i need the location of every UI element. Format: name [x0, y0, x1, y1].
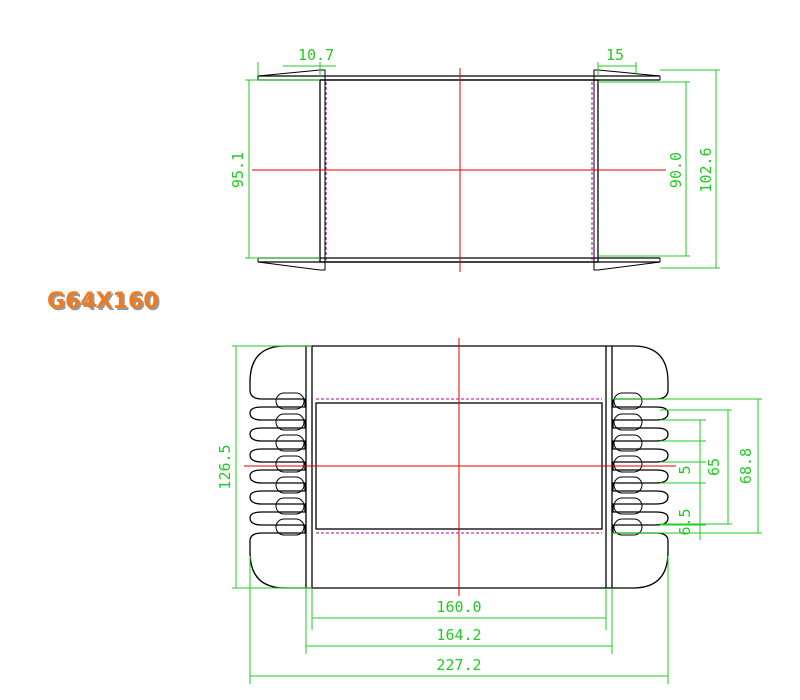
- dim-pin-offset: 6.5: [676, 508, 694, 535]
- dim-inner-height: 90.0: [667, 152, 685, 188]
- right-pin-slots: [613, 392, 643, 536]
- dim-left-height: 95.1: [229, 152, 247, 188]
- dim-pin-group-span: 65: [705, 458, 723, 476]
- dim-flange-right-width: 15: [606, 46, 624, 64]
- top-view: 10.7 15 95.1 90.0 102.6: [229, 46, 720, 272]
- dim-window-height: 68.8: [737, 448, 755, 484]
- dim-flange-left-width: 10.7: [298, 46, 334, 64]
- dim-core-length: 160.0: [436, 598, 481, 616]
- dim-body-length: 164.2: [436, 626, 481, 644]
- svg-text:G64X160: G64X160: [49, 291, 161, 316]
- front-view: 126.5 5 6.5 65 68.8 160.0 164.2 227.2: [216, 338, 762, 684]
- left-pin-slots: [275, 392, 305, 536]
- right-flange: [606, 345, 669, 589]
- top-view-body: [319, 79, 599, 263]
- dim-overall-length: 227.2: [436, 656, 481, 674]
- dim-pin-pitch: 5: [676, 465, 694, 474]
- left-flange: [249, 345, 312, 589]
- model-title: G64X160: [47, 289, 159, 314]
- dim-outer-height: 102.6: [697, 147, 715, 192]
- dim-overall-height: 126.5: [216, 444, 234, 489]
- title-label: G64X160 G64X160: [47, 289, 161, 316]
